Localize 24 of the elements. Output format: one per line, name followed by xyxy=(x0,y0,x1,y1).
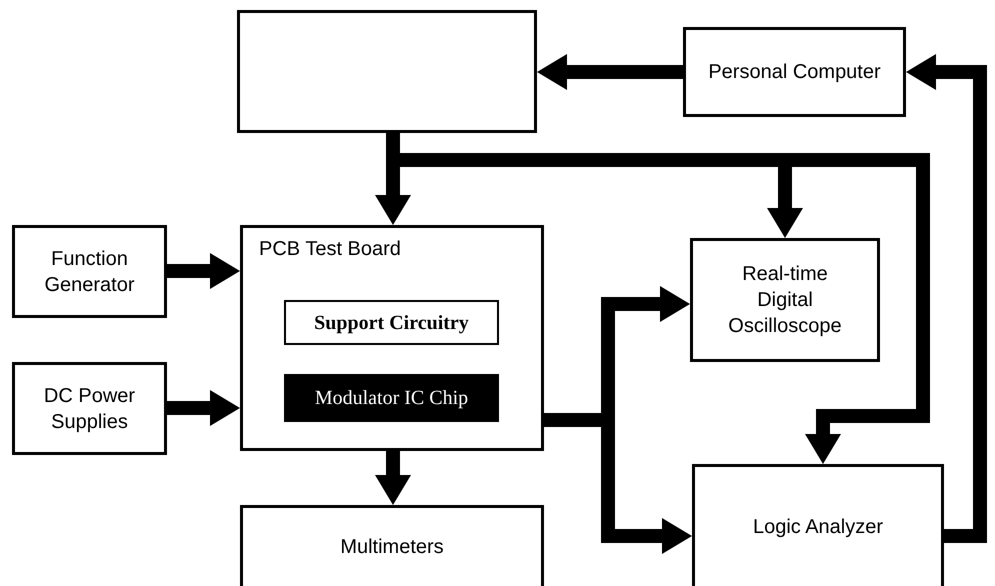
process-box xyxy=(12,225,167,318)
arrow xyxy=(906,54,987,543)
node-label: Real-time Digital Oscilloscope xyxy=(727,262,843,339)
node-label: Function Generator xyxy=(43,246,136,298)
process-box xyxy=(12,362,167,455)
component-box xyxy=(284,374,499,422)
instrument-box xyxy=(237,10,537,133)
process-box xyxy=(690,238,880,362)
node-label: DC Power Supplies xyxy=(42,384,136,434)
arrow xyxy=(375,451,411,505)
arrow xyxy=(167,253,240,289)
node-label: Personal Computer xyxy=(708,60,881,85)
node-label: Logic Analyzer xyxy=(752,515,884,540)
node-label: Modulator IC Chip xyxy=(314,386,468,411)
node-label: Support Circuitry xyxy=(314,310,469,336)
process-box xyxy=(683,27,906,117)
process-box xyxy=(692,464,944,586)
board-title: PCB Test Board xyxy=(259,237,401,262)
process-box xyxy=(240,505,544,586)
node-label: Multimeters xyxy=(340,535,444,560)
board-box xyxy=(240,225,544,451)
component-box xyxy=(284,300,499,345)
arrow xyxy=(167,390,240,426)
arrow xyxy=(537,54,683,90)
